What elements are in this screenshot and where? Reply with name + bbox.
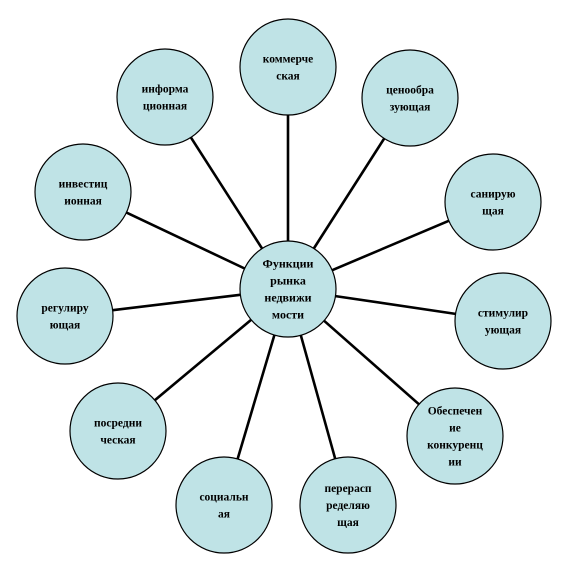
- node-label-investicionnaya-line: инвестиц: [59, 179, 108, 191]
- node-label-pereraspredelyayuschaya-line: ределяю: [326, 500, 370, 512]
- node-label-informacionnaya-line: ционная: [143, 101, 187, 113]
- connector-line-saniruyuschaya: [331, 219, 450, 272]
- connector-line-obespechenie-konkurencii: [323, 319, 420, 406]
- node-circle-cenoobrazuyuschaya: [361, 49, 459, 147]
- node-label-stimuliruyuschaya: стимулир ующая: [478, 308, 528, 337]
- node-posrednicheskaya: посредни ческая: [69, 382, 167, 480]
- node-label-posrednicheskaya-line: ческая: [100, 435, 135, 447]
- node-label-obespechenie-konkurencii-line: конкуренц: [427, 440, 483, 452]
- node-label-cenoobrazuyuschaya-line: ценообра: [386, 85, 434, 97]
- node-circle-saniruyuschaya: [444, 153, 542, 251]
- connector-line-investicionnaya: [125, 211, 246, 270]
- node-circle-socialnaya: [175, 456, 273, 554]
- node-label-kommercheskaya-line: ская: [276, 71, 300, 83]
- node-label-posrednicheskaya-line: посредни: [94, 418, 142, 430]
- node-label-reguliruyuschaya: регулиру ющая: [41, 303, 89, 332]
- node-label-reguliruyuschaya-line: ющая: [50, 320, 80, 332]
- node-cenoobrazuyuschaya: ценообра зующая: [361, 49, 459, 147]
- node-label-stimuliruyuschaya-line: стимулир: [478, 308, 528, 320]
- node-label-kommercheskaya: коммерче ская: [263, 54, 313, 83]
- node-label-reguliruyuschaya-line: регулиру: [41, 303, 89, 315]
- node-circle-investicionnaya: [34, 143, 132, 241]
- connector-line-informacionnaya: [189, 136, 264, 250]
- node-label-pereraspredelyayuschaya-line: перерасп: [324, 483, 371, 495]
- node-label-informacionnaya-line: информа: [142, 84, 189, 96]
- node-circle-informacionnaya: [116, 48, 214, 146]
- node-informacionnaya: информа ционная: [116, 48, 214, 146]
- node-stimuliruyuschaya: стимулир ующая: [454, 272, 552, 370]
- node-kommercheskaya: коммерче ская: [239, 18, 337, 116]
- node-pereraspredelyayuschaya: перерасп ределяю щая: [299, 456, 397, 554]
- node-circle-kommercheskaya: [239, 18, 337, 116]
- node-investicionnaya: инвестиц ионная: [34, 143, 132, 241]
- connector-line-reguliruyuschaya: [112, 293, 241, 312]
- node-circle-posrednicheskaya: [69, 382, 167, 480]
- node-socialnaya: социальн ая: [175, 456, 273, 554]
- node-label-stimuliruyuschaya-line: ующая: [485, 325, 521, 337]
- node-label-investicionnaya-line: ионная: [64, 196, 102, 208]
- node-circle-stimuliruyuschaya: [454, 272, 552, 370]
- node-label-pereraspredelyayuschaya: перерасп ределяю щая: [324, 483, 371, 529]
- node-label-socialnaya-line: социальн: [199, 492, 248, 504]
- node-circle-reguliruyuschaya: [16, 267, 114, 365]
- node-label-cenoobrazuyuschaya-line: зующая: [390, 102, 431, 114]
- node-label-obespechenie-konkurencii-line: Обеспечен: [428, 406, 483, 418]
- node-label-pereraspredelyayuschaya-line: щая: [337, 517, 359, 529]
- node-circle-obespechenie-konkurencii: [406, 387, 504, 485]
- node-obespechenie-konkurencii: Обеспечен ие конкуренц ии: [406, 387, 504, 485]
- node-label-cenoobrazuyuschaya: ценообра зующая: [386, 85, 434, 114]
- node-label-saniruyuschaya: санирую щая: [470, 189, 515, 218]
- node-label-saniruyuschaya-line: щая: [482, 206, 504, 218]
- center-label: Функции рынка недвижи мости: [263, 257, 314, 322]
- node-label-obespechenie-konkurencii-line: ие: [449, 423, 461, 435]
- node-label-socialnaya: социальн ая: [199, 492, 248, 521]
- node-label-saniruyuschaya-line: санирую: [470, 189, 515, 201]
- node-label-posrednicheskaya: посредни ческая: [94, 418, 142, 447]
- connector-line-cenoobrazuyuschaya: [312, 137, 386, 250]
- node-circle-pereraspredelyayuschaya: [299, 456, 397, 554]
- connector-line-posrednicheskaya: [153, 318, 253, 402]
- node-saniruyuschaya: санирую щая: [444, 153, 542, 251]
- center-label-line: мости: [272, 308, 304, 322]
- connector-lines: [112, 115, 456, 460]
- center-label-line: рынка: [270, 274, 306, 288]
- connector-line-pereraspredelyayuschaya: [299, 334, 337, 460]
- connector-line-stimuliruyuschaya: [335, 294, 456, 316]
- connector-line-socialnaya: [236, 334, 276, 460]
- node-label-informacionnaya: информа ционная: [142, 84, 189, 113]
- outer-nodes: коммерче ская ценообра зующая санирую щая стим…: [16, 18, 552, 554]
- center-circle: [239, 240, 337, 338]
- node-label-obespechenie-konkurencii: Обеспечен ие конкуренц ии: [427, 406, 483, 469]
- center-label-line: недвижи: [264, 291, 311, 305]
- center-label-line: Функции: [263, 257, 314, 271]
- node-reguliruyuschaya: регулиру ющая: [16, 267, 114, 365]
- center-node: Функции рынка недвижи мости: [239, 240, 337, 338]
- node-label-investicionnaya: инвестиц ионная: [59, 179, 108, 208]
- node-label-obespechenie-konkurencii-line: ии: [448, 457, 462, 469]
- node-label-kommercheskaya-line: коммерче: [263, 54, 313, 66]
- node-label-socialnaya-line: ая: [218, 509, 230, 521]
